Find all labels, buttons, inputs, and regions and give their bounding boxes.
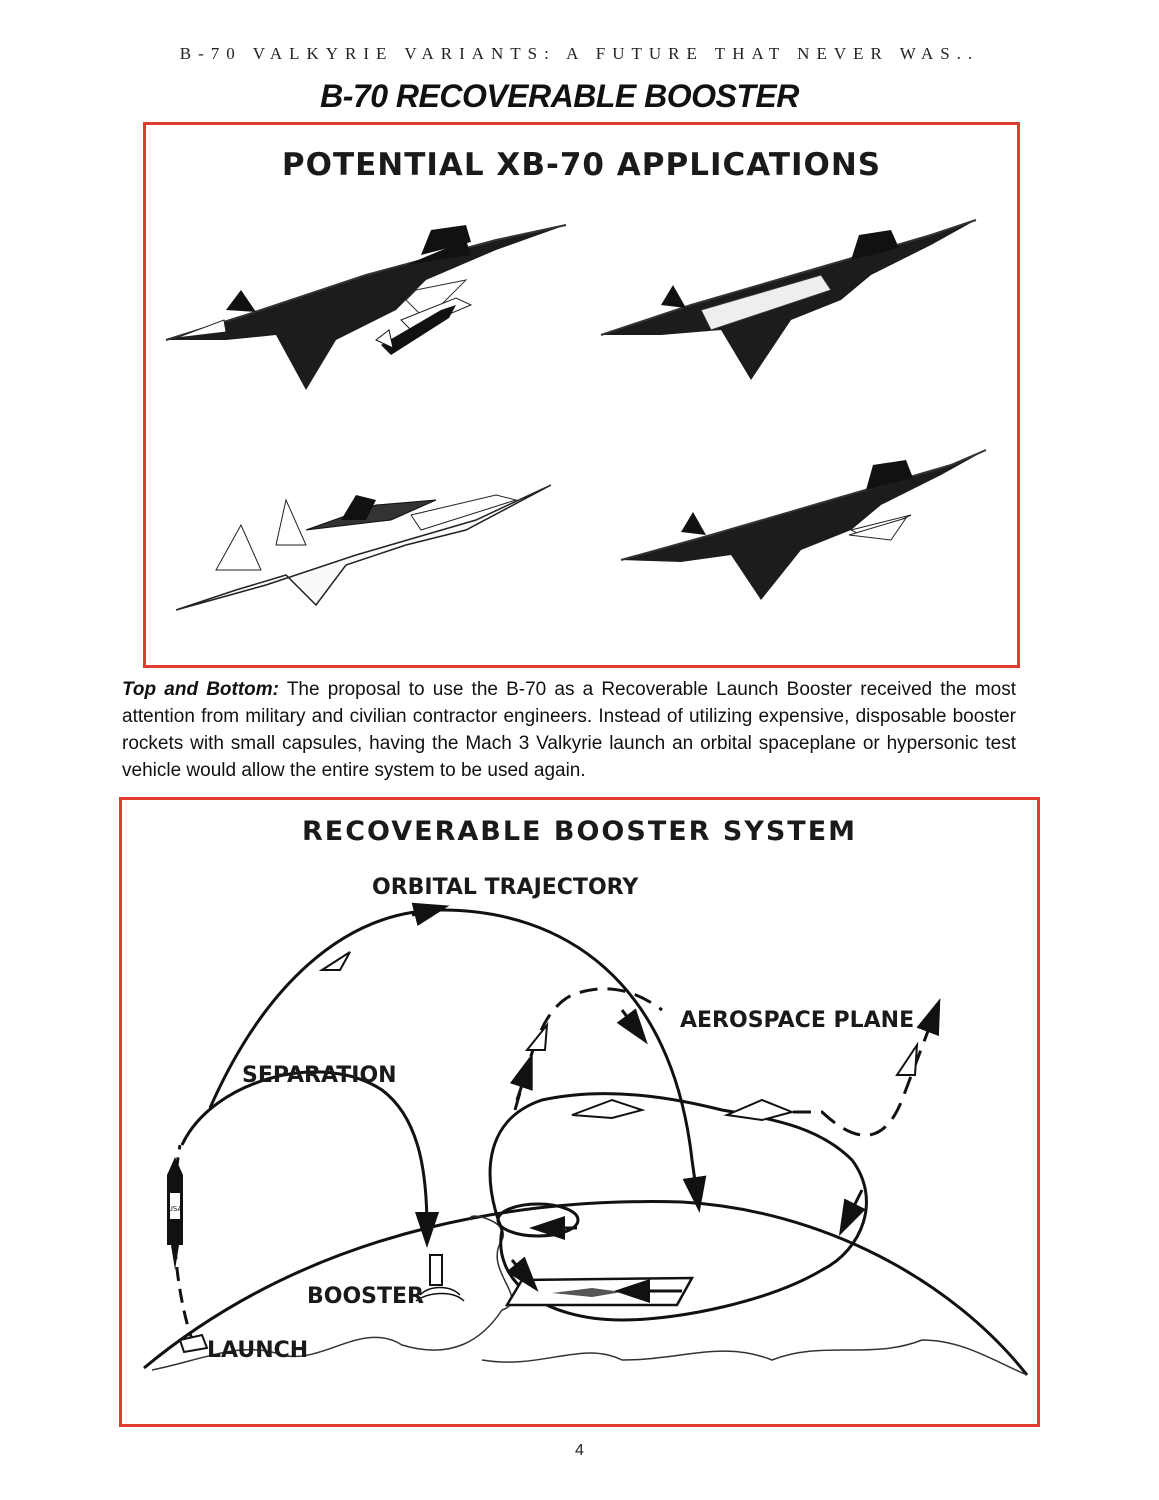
label-aerospace-plane: AEROSPACE PLANE [680,1008,915,1033]
valkyrie-icon [723,1098,796,1122]
caption-text: The proposal to use the B-70 as a Recove… [122,679,1016,781]
label-orbital-trajectory: ORBITAL TRAJECTORY [372,875,639,900]
ascending-rocket: USA [167,1157,183,1270]
label-separation: SEPARATION [242,1063,397,1088]
label-booster: BOOSTER [307,1284,424,1309]
running-header: B-70 VALKYRIE VARIANTS: A FUTURE THAT NE… [179,44,980,63]
spaceplane-icon [524,1021,549,1051]
aerospace-plane-path [513,987,663,1111]
separating-booster-illustration [375,305,456,355]
recovered-booster-icon [415,1254,465,1302]
spaceplane-icon [895,1041,919,1076]
booster-system-diagram: USA [143,902,1029,1376]
runway-plane [552,1288,622,1297]
page-number: 4 [575,1442,584,1459]
figure-potential-applications: POTENTIAL XB-70 APPLICATIONS [143,122,1020,668]
figure-title-applications: POTENTIAL XB-70 APPLICATIONS [281,147,882,183]
rocket-marking: USA [168,1205,183,1213]
xb70-aircraft-illustration [600,219,977,380]
spaceplane-icon [318,951,351,971]
earth-horizon-arc [143,1200,1029,1376]
separation-path [180,1070,439,1248]
applications-illustration [165,219,987,611]
figure-title-booster-system: RECOVERABLE BOOSTER SYSTEM [301,816,858,847]
valkyrie-icon [571,1098,646,1120]
orbital-trajectory-path [208,908,707,1213]
xb70-aircraft-illustration [165,224,567,390]
figure-recoverable-booster-system: RECOVERABLE BOOSTER SYSTEM [119,797,1040,1427]
aerospace-plane-exit-path [737,998,941,1137]
caption-lead: Top and Bottom: [122,679,280,700]
label-launch: LAUNCH [207,1338,309,1363]
recovery-loop-path [488,1092,868,1322]
figure-caption: Top and Bottom: The proposal to use the … [122,676,1016,784]
launch-pad [178,1333,209,1354]
xb70-aircraft-illustration [620,449,987,600]
xb70-aircraft-illustration [175,484,552,611]
page-title: B-70 RECOVERABLE BOOSTER [320,78,799,114]
